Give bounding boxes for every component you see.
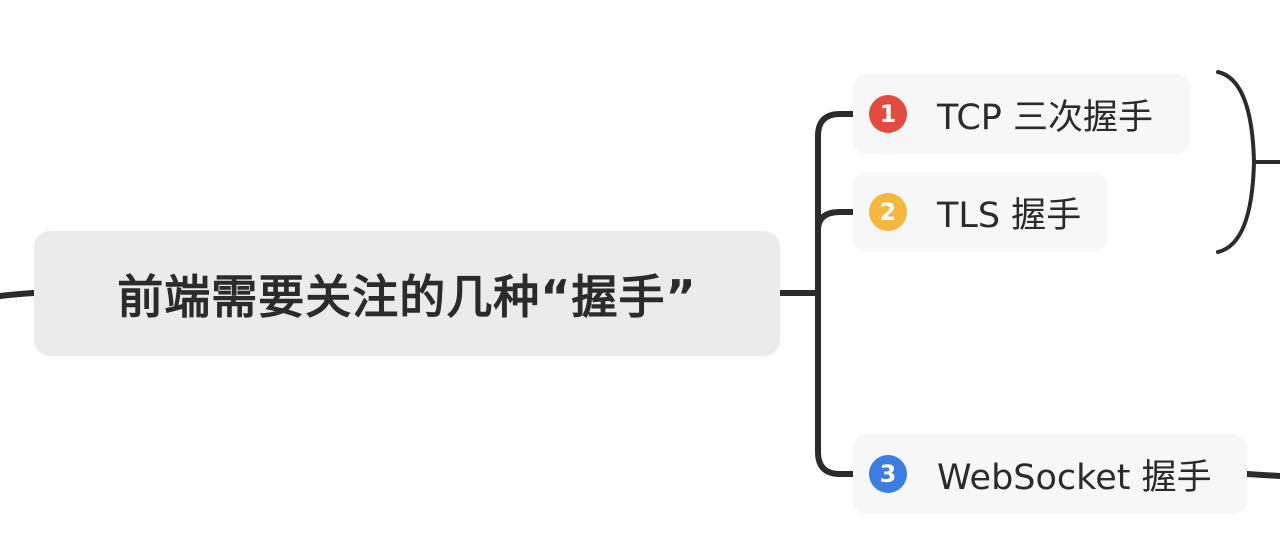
summary-bracket bbox=[1216, 70, 1257, 254]
number-2-icon: 2 bbox=[869, 193, 907, 231]
subtopic-tcp-handshake[interactable]: 1 TCP 三次握手 bbox=[853, 74, 1190, 154]
subtopic-label: TCP 三次握手 bbox=[937, 97, 1153, 138]
number-1-icon: 1 bbox=[869, 95, 907, 133]
root-topic-title: 前端需要关注的几种“握手” bbox=[117, 269, 697, 324]
websocket-outgoing-connector bbox=[1244, 471, 1280, 479]
subtopic-tls-handshake[interactable]: 2 TLS 握手 bbox=[853, 172, 1107, 252]
branch-connector-2 bbox=[815, 209, 856, 233]
subtopic-label: TLS 握手 bbox=[937, 195, 1082, 236]
incoming-connector bbox=[0, 290, 37, 299]
number-3-icon: 3 bbox=[869, 455, 907, 493]
branch-connector-1 bbox=[815, 111, 856, 296]
subtopic-label: WebSocket 握手 bbox=[937, 457, 1212, 498]
subtopic-websocket-handshake[interactable]: 3 WebSocket 握手 bbox=[853, 434, 1247, 514]
root-topic-node[interactable]: 前端需要关注的几种“握手” bbox=[34, 231, 780, 356]
branch-connector-3 bbox=[815, 290, 856, 477]
